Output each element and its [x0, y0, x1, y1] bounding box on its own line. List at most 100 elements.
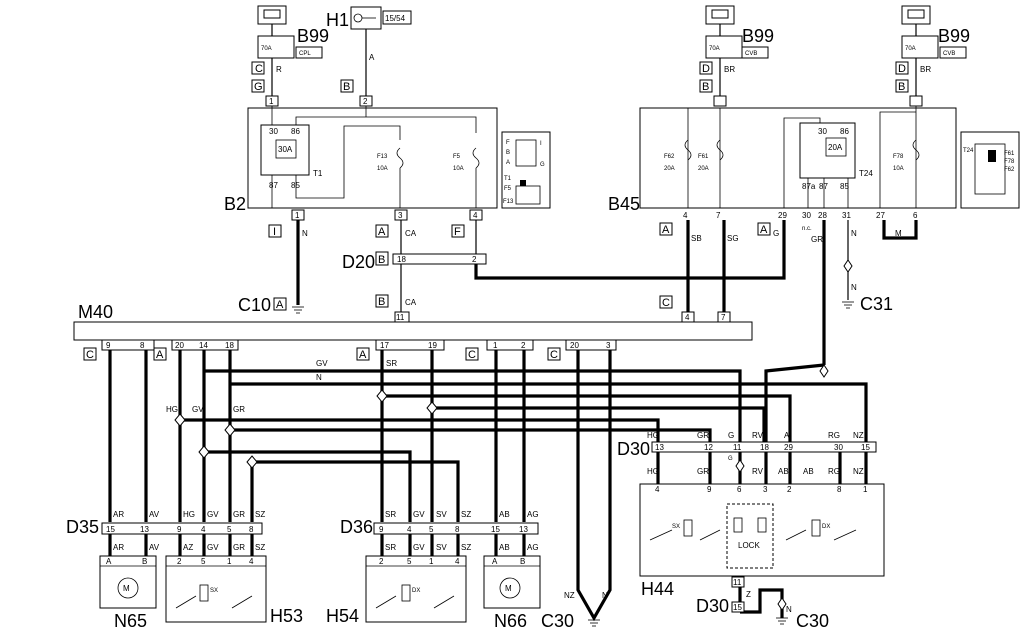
svg-text:GR: GR: [697, 431, 709, 440]
c10-ground: C10 A: [238, 295, 304, 315]
svg-text:GR: GR: [233, 510, 245, 519]
svg-text:1: 1: [493, 341, 498, 350]
svg-text:20: 20: [175, 341, 184, 350]
svg-text:CVB: CVB: [745, 51, 757, 57]
svg-text:30: 30: [269, 127, 278, 136]
d30-top-connector: D30 13 12 11 18 29 30 15 HG GR G RV A RG…: [617, 431, 877, 462]
b45-location-inset: T24 F61 F78 F62: [960, 131, 1020, 209]
svg-text:A: A: [276, 299, 284, 311]
m40-connector: M40 11 4 7 9 8 20 14 18 17 19 1 2 20 3 C…: [73, 302, 753, 361]
svg-text:SZ: SZ: [461, 510, 471, 519]
b2-location-inset: F B A T1 F5 F13 I G: [501, 131, 551, 209]
svg-text:10A: 10A: [453, 166, 464, 172]
svg-text:HG: HG: [647, 431, 659, 440]
svg-text:SZ: SZ: [255, 543, 265, 552]
b99-1-label: B99: [297, 26, 329, 46]
svg-text:CPL: CPL: [299, 51, 311, 57]
svg-text:GV: GV: [207, 543, 219, 552]
svg-text:HG: HG: [183, 510, 195, 519]
svg-text:GV: GV: [413, 543, 425, 552]
svg-text:GV: GV: [413, 510, 425, 519]
svg-text:B: B: [343, 81, 350, 93]
svg-text:SV: SV: [436, 510, 447, 519]
d36-connector: D36 9 4 5 8 15 13 SR GV SV SZ AB AG SR G…: [340, 510, 539, 556]
svg-text:2: 2: [521, 341, 526, 350]
svg-text:SX: SX: [210, 588, 218, 594]
svg-text:8: 8: [455, 525, 460, 534]
svg-text:SZ: SZ: [255, 510, 265, 519]
svg-text:F13: F13: [503, 199, 514, 205]
svg-text:87a: 87a: [802, 182, 816, 191]
h44-lock-switch: HG GR RV AB AB RG NZ 4 9 6 3 2 8 1 SX DX…: [639, 467, 885, 599]
svg-text:D: D: [702, 63, 710, 75]
svg-text:G: G: [254, 81, 263, 93]
b99-battery-3: 70A B99 CVB D B BR: [895, 5, 970, 96]
svg-text:13: 13: [655, 443, 664, 452]
svg-text:C: C: [662, 297, 670, 309]
svg-text:A: A: [359, 349, 367, 361]
b99-battery-1: 70A B99 CPL C G R: [251, 5, 329, 96]
svg-text:AB: AB: [778, 467, 789, 476]
svg-text:D: D: [898, 63, 906, 75]
svg-text:N: N: [851, 229, 857, 238]
svg-text:A: A: [760, 224, 768, 236]
d20-connector: D20 B 18 2: [342, 251, 487, 272]
svg-text:M: M: [895, 229, 902, 238]
svg-text:SX: SX: [672, 524, 680, 530]
svg-text:B: B: [702, 81, 709, 93]
svg-text:T24: T24: [859, 169, 873, 178]
svg-text:6: 6: [913, 211, 918, 220]
svg-text:4: 4: [655, 485, 660, 494]
svg-text:12: 12: [704, 443, 713, 452]
svg-text:A: A: [784, 431, 790, 440]
svg-text:B: B: [898, 81, 905, 93]
svg-text:5: 5: [201, 557, 206, 566]
svg-text:9: 9: [106, 341, 111, 350]
svg-text:Z: Z: [746, 590, 751, 599]
svg-text:9: 9: [177, 525, 182, 534]
c30-ground-left: NZ N C30: [541, 591, 608, 631]
svg-text:8: 8: [140, 341, 145, 350]
splice-points: [174, 364, 829, 611]
svg-text:GV: GV: [192, 405, 204, 414]
svg-text:29: 29: [778, 211, 787, 220]
c10-label: C10: [238, 295, 271, 315]
svg-text:A: A: [506, 160, 510, 166]
svg-text:F62: F62: [664, 154, 675, 160]
svg-text:AB: AB: [499, 543, 510, 552]
svg-text:15: 15: [733, 603, 742, 612]
svg-text:AZ: AZ: [183, 543, 193, 552]
n65-label: N65: [114, 611, 147, 631]
svg-text:G: G: [728, 431, 734, 440]
svg-text:I: I: [273, 226, 276, 238]
svg-text:15/54: 15/54: [385, 14, 406, 23]
svg-text:85: 85: [840, 182, 849, 191]
svg-text:20: 20: [570, 341, 579, 350]
svg-text:AB: AB: [803, 467, 814, 476]
d30-bottom-label: D30: [696, 596, 729, 616]
svg-text:CA: CA: [405, 298, 417, 307]
svg-text:N: N: [316, 373, 322, 382]
svg-text:DX: DX: [412, 588, 420, 594]
b45-fuse-box: B45 F62 20A F61 20A 20A 30 86 87a 87 85 …: [608, 95, 957, 232]
svg-text:A: A: [662, 224, 670, 236]
h53-window-switch: 2 5 1 4 SX H53: [165, 555, 303, 626]
svg-text:11: 11: [733, 443, 742, 452]
svg-text:18: 18: [225, 341, 234, 350]
svg-text:70A: 70A: [709, 46, 720, 52]
svg-text:A: A: [106, 557, 112, 566]
svg-text:7: 7: [721, 313, 726, 322]
svg-text:B: B: [378, 254, 385, 266]
svg-text:2: 2: [177, 557, 182, 566]
svg-text:LOCK: LOCK: [738, 541, 760, 550]
svg-text:SZ: SZ: [461, 543, 471, 552]
svg-text:B: B: [378, 296, 385, 308]
svg-text:70A: 70A: [905, 46, 916, 52]
svg-text:BR: BR: [920, 65, 931, 74]
svg-text:N: N: [302, 229, 308, 238]
svg-text:F: F: [506, 140, 510, 146]
svg-text:BR: BR: [724, 65, 735, 74]
svg-text:R: R: [276, 65, 282, 74]
svg-text:NZ: NZ: [564, 591, 575, 600]
svg-text:HG: HG: [647, 467, 659, 476]
